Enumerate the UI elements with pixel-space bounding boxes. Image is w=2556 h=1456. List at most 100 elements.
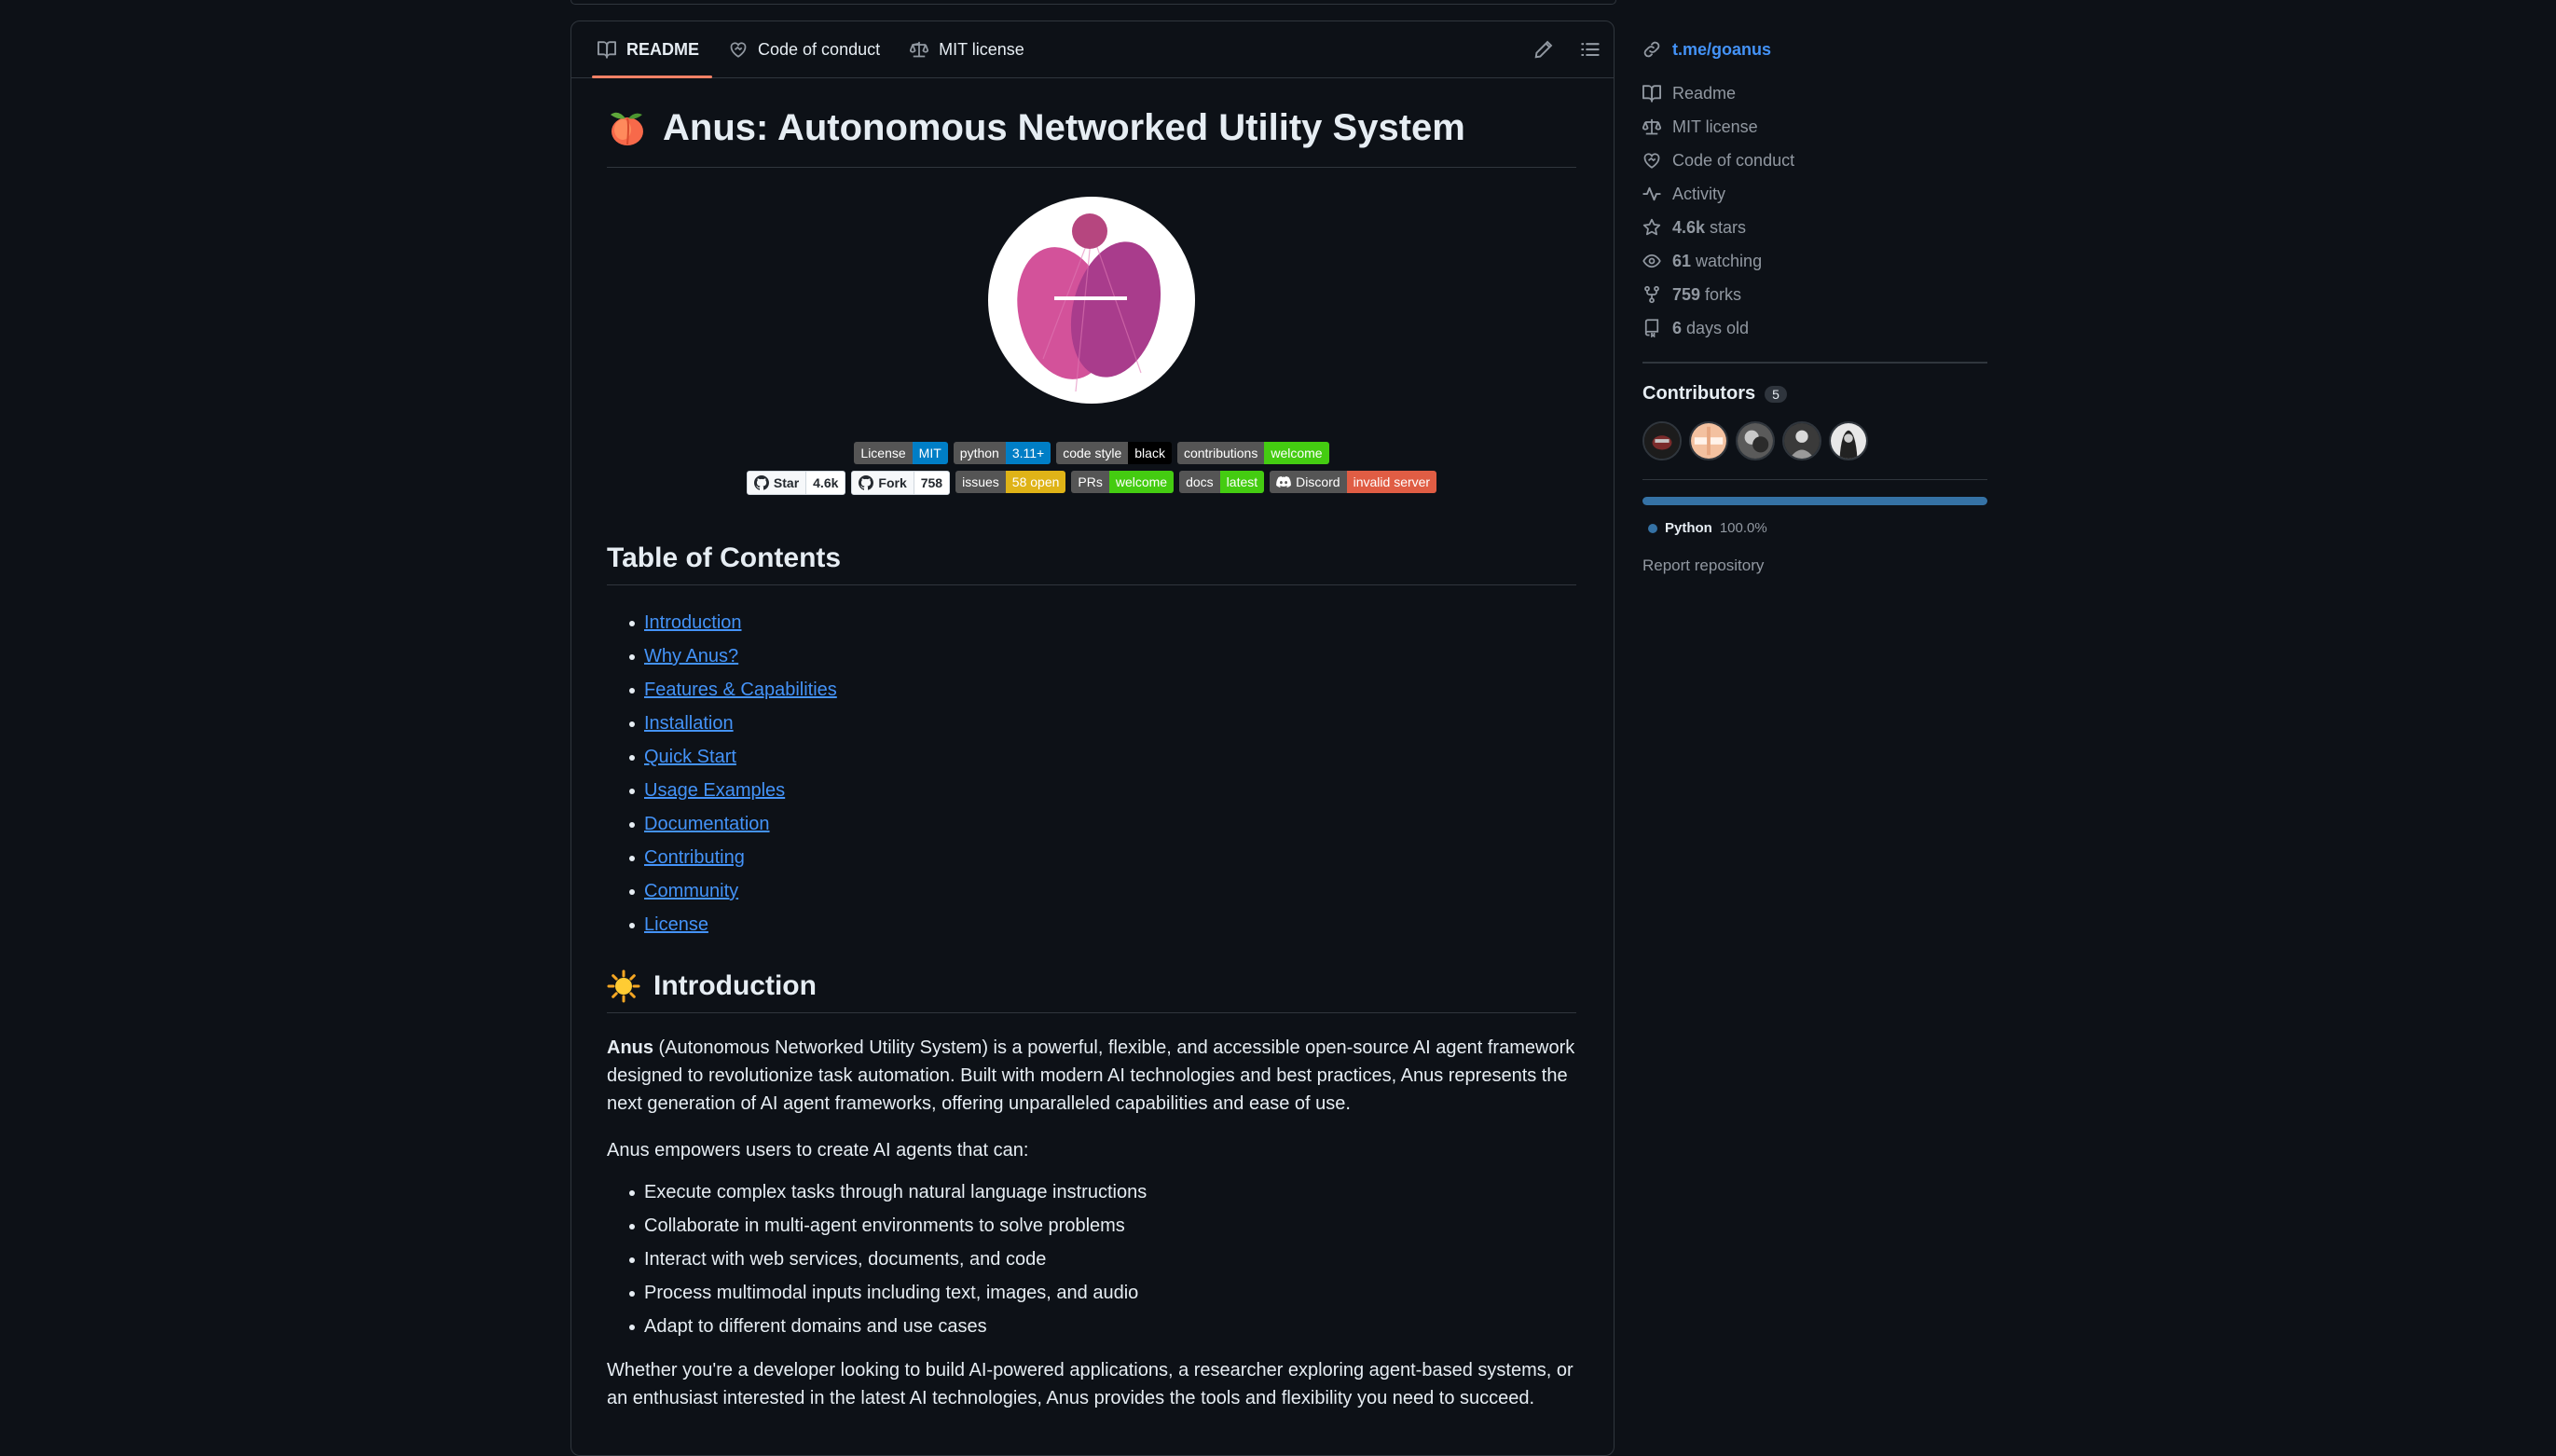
website-link[interactable]: t.me/goanus — [1642, 35, 1987, 63]
toc-item: Documentation — [607, 807, 1576, 841]
toc-item: Introduction — [607, 606, 1576, 639]
star-count: 4.6k — [805, 472, 845, 494]
contributors-heading[interactable]: Contributors 5 — [1642, 380, 1987, 408]
badge-label: PRs — [1071, 471, 1109, 493]
badge-discord[interactable]: Discord invalid server — [1270, 471, 1437, 493]
meta-watching-text: 61 watching — [1672, 252, 1762, 271]
github-icon — [753, 475, 769, 490]
meta-conduct-label: Code of conduct — [1672, 150, 1795, 170]
badge-label: code style — [1056, 442, 1129, 464]
tab-mit-license[interactable]: MIT license — [895, 21, 1039, 77]
meta-license[interactable]: MIT license — [1642, 110, 1987, 144]
readme-tools — [1533, 21, 1601, 77]
github-fork-button[interactable]: Fork 758 — [851, 471, 951, 495]
scale-icon — [910, 40, 929, 59]
readme-content: Anus: Autonomous Networked Utility Syste… — [607, 94, 1576, 1412]
peach-icon — [607, 107, 648, 148]
meta-license-label: MIT license — [1672, 117, 1758, 136]
contributor-avatars — [1642, 420, 1987, 460]
capability-item: Adapt to different domains and use cases — [607, 1310, 1576, 1343]
language-bar — [1642, 497, 1987, 505]
readme-title: Anus: Autonomous Networked Utility Syste… — [607, 94, 1576, 168]
previous-panel-edge — [570, 0, 1616, 5]
badge-label: License — [854, 442, 913, 464]
avatar[interactable] — [1782, 420, 1821, 460]
forks-label: forks — [1700, 284, 1742, 304]
github-icon — [859, 475, 874, 490]
divider — [1642, 478, 1987, 480]
toc-item: Usage Examples — [607, 774, 1576, 807]
tab-readme[interactable]: README — [583, 21, 714, 78]
list-icon[interactable] — [1580, 39, 1601, 60]
repo-sidebar: t.me/goanus Readme MIT license Code of c… — [1642, 35, 1987, 575]
age-label: days old — [1682, 318, 1750, 337]
tab-code-of-conduct[interactable]: Code of conduct — [714, 21, 895, 77]
meta-watching[interactable]: 61 watching — [1642, 244, 1987, 278]
language-item[interactable]: Python 100.0% — [1642, 520, 1987, 536]
toc-link[interactable]: Contributing — [644, 847, 745, 868]
discord-label: Discord — [1296, 474, 1340, 489]
readme-title-text: Anus: Autonomous Networked Utility Syste… — [663, 106, 1465, 148]
fork-icon — [1642, 285, 1661, 304]
toc-link[interactable]: License — [644, 914, 708, 935]
toc-link[interactable]: Community — [644, 881, 739, 901]
age-count: 6 — [1672, 318, 1683, 337]
toc-link[interactable]: Why Anus? — [644, 646, 739, 666]
report-repository-link[interactable]: Report repository — [1642, 556, 1765, 574]
toc-link[interactable]: Features & Capabilities — [644, 680, 837, 700]
contributors-count-badge: 5 — [1765, 385, 1787, 403]
badge-label: python — [953, 442, 1006, 464]
pulse-icon — [1642, 185, 1661, 203]
meta-readme[interactable]: Readme — [1642, 76, 1987, 110]
meta-readme-label: Readme — [1672, 83, 1737, 103]
repo-meta: Readme MIT license Code of conduct Activ… — [1642, 76, 1987, 345]
toc-link[interactable]: Documentation — [644, 814, 770, 834]
pencil-icon[interactable] — [1533, 39, 1554, 60]
badge-label: Fork — [852, 472, 914, 494]
star-icon — [1642, 218, 1661, 237]
toc-item: Contributing — [607, 841, 1576, 874]
meta-stars[interactable]: 4.6k stars — [1642, 211, 1987, 244]
fork-count: 758 — [913, 472, 950, 494]
meta-activity[interactable]: Activity — [1642, 177, 1987, 211]
github-star-button[interactable]: Star 4.6k — [746, 471, 846, 495]
badge-label: docs — [1179, 471, 1220, 493]
badge-value: welcome — [1108, 471, 1175, 493]
star-label: Star — [773, 475, 800, 490]
language-dot-icon — [1648, 523, 1657, 533]
tab-license-label: MIT license — [939, 39, 1024, 59]
avatar[interactable] — [1689, 420, 1728, 460]
avatar[interactable] — [1829, 420, 1868, 460]
website-link-text: t.me/goanus — [1672, 39, 1772, 59]
meta-activity-label: Activity — [1672, 184, 1726, 203]
badge-value: welcome — [1264, 442, 1329, 464]
toc-link[interactable]: Installation — [644, 713, 734, 734]
meta-forks[interactable]: 759 forks — [1642, 278, 1987, 311]
stars-label: stars — [1705, 217, 1747, 237]
intro-paragraph: Anus (Autonomous Networked Utility Syste… — [607, 1034, 1576, 1118]
toc-link[interactable]: Quick Start — [644, 747, 736, 767]
avatar[interactable] — [1642, 420, 1682, 460]
fork-label: Fork — [878, 475, 907, 490]
language-name: Python — [1665, 520, 1712, 536]
toc-item: Why Anus? — [607, 639, 1576, 673]
eye-icon — [1642, 252, 1661, 270]
meta-age: 6 days old — [1642, 311, 1987, 345]
toc-link[interactable]: Introduction — [644, 612, 742, 633]
meta-code-of-conduct[interactable]: Code of conduct — [1642, 144, 1987, 177]
capabilities-list: Execute complex tasks through natural la… — [607, 1175, 1576, 1343]
avatar[interactable] — [1736, 420, 1775, 460]
toc-link[interactable]: Usage Examples — [644, 780, 786, 801]
watching-label: watching — [1691, 251, 1763, 270]
intro-bold: Anus — [607, 1037, 653, 1058]
